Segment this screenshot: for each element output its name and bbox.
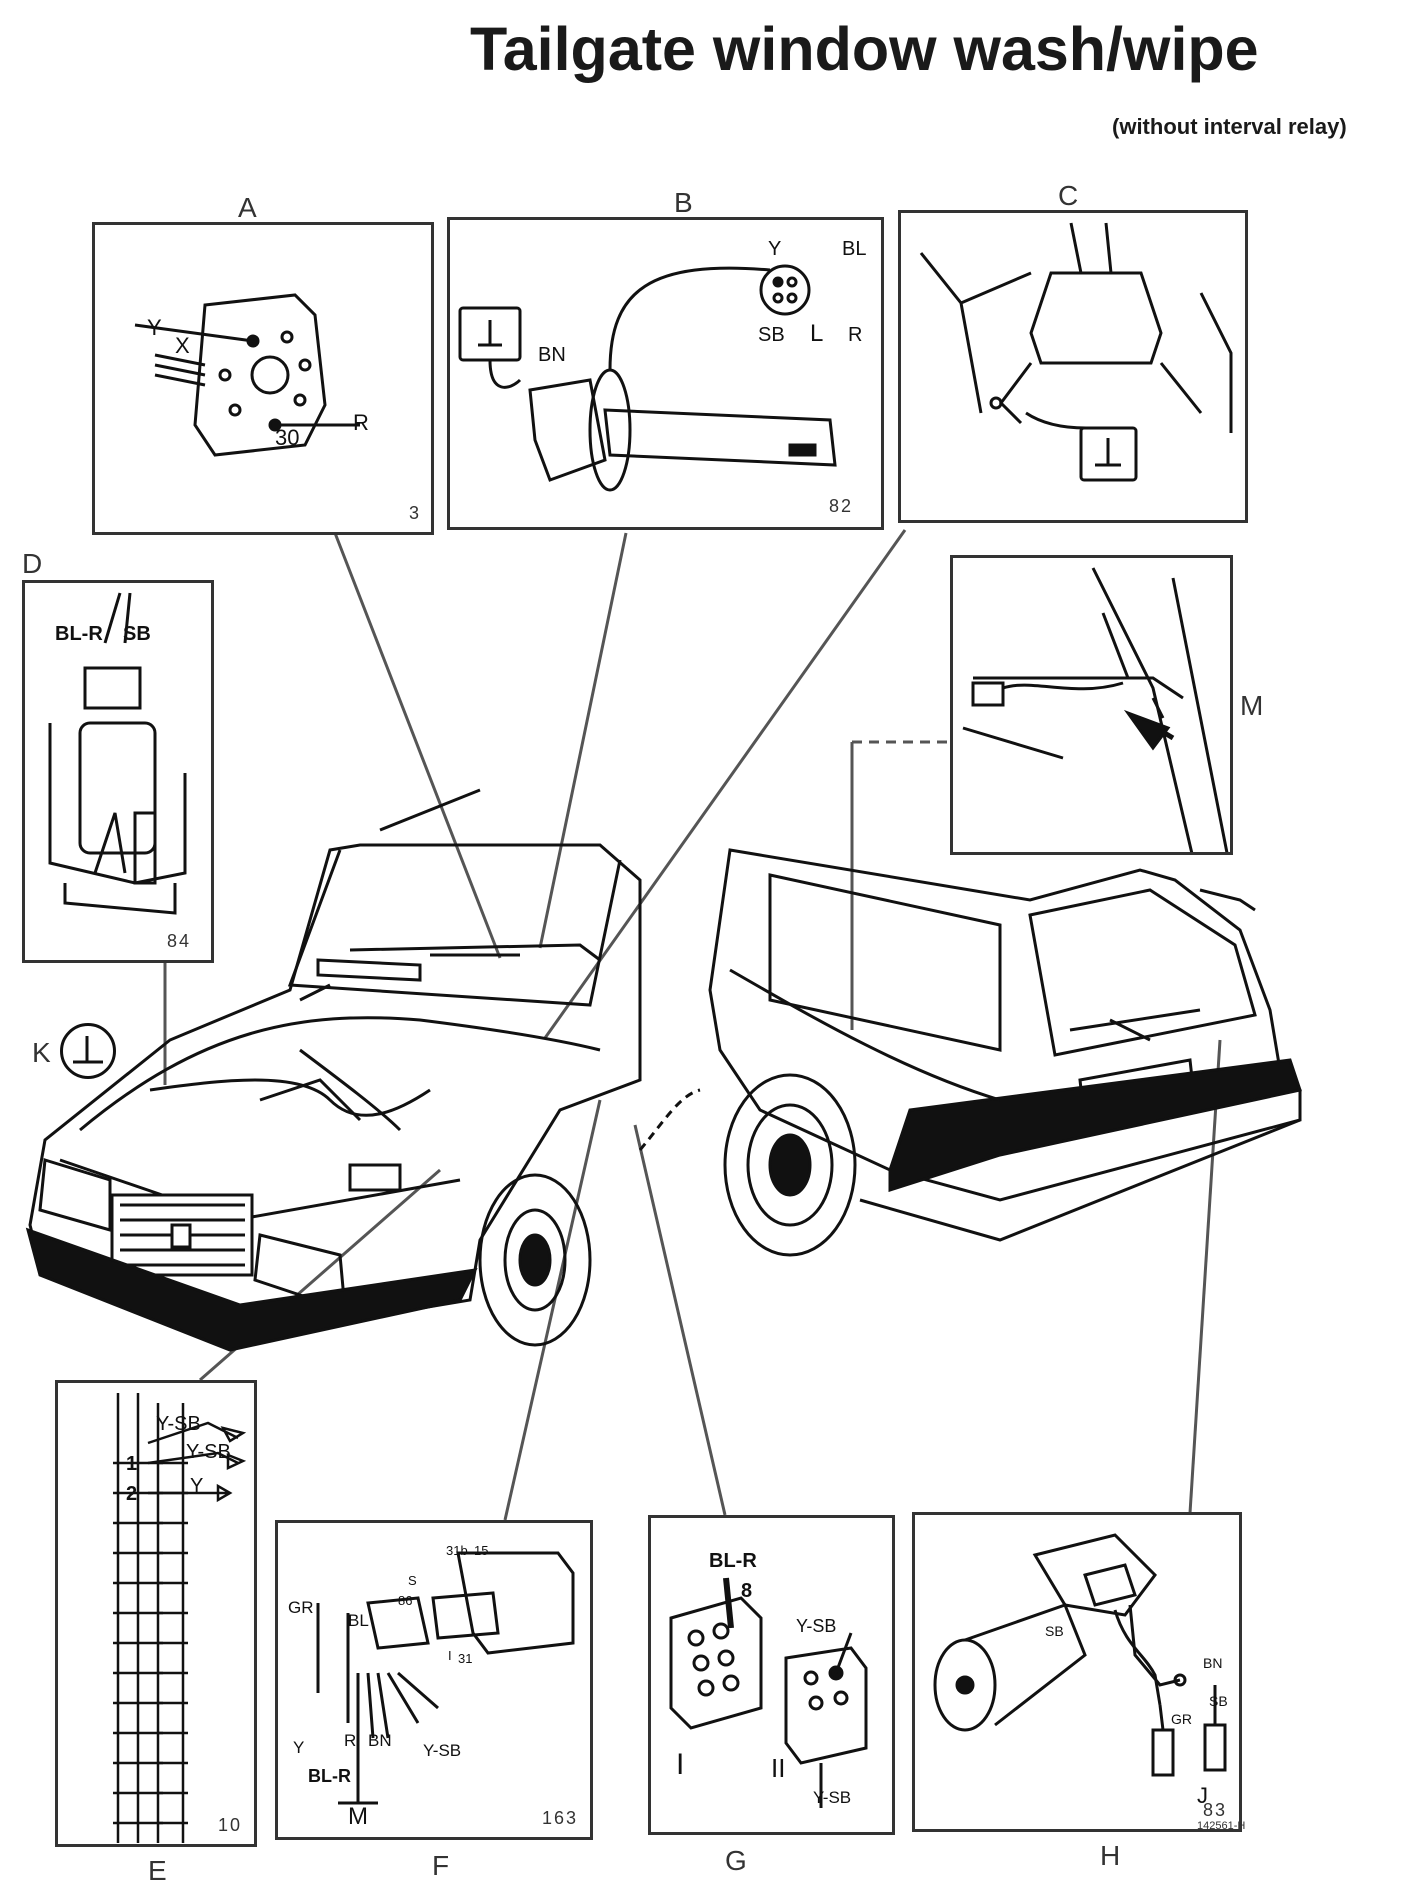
panel-b-label: B	[674, 187, 693, 218]
panel-e-number: 10	[217, 1815, 242, 1835]
wire-label-sb: SB	[1045, 1623, 1064, 1639]
wire-label-y-sb-2: Y-SB	[813, 1788, 852, 1807]
relay-sockets-illustration	[669, 1577, 868, 1808]
washer-pump-illustration	[48, 592, 187, 915]
terminal-label-i: I	[448, 1648, 452, 1663]
panel-a: Y X 30 R 3	[92, 222, 434, 535]
wire-label-sb: SB	[123, 623, 151, 645]
leader-line-a	[333, 532, 502, 959]
wire-label-r: R	[353, 410, 369, 435]
panel-f: 31b 15 S 86 31 I GR BL Y R BN Y-SB BL-R …	[275, 1520, 593, 1840]
wire-label-y-sb-2: Y-SB	[186, 1441, 231, 1463]
panel-h-label: H	[1100, 1840, 1121, 1871]
terminal-label-31: 31	[458, 1651, 473, 1666]
panel-g: BL-R 8 Y-SB I II Y-SB	[648, 1515, 895, 1835]
wire-label-y: Y	[147, 315, 162, 340]
relay-label-i: I	[676, 1748, 685, 1781]
wire-label-y-sb: Y-SB	[423, 1741, 462, 1760]
panel-f-label: F	[432, 1850, 450, 1881]
wire-label-bl: BL	[348, 1611, 369, 1630]
figure-code: 142561-H	[1197, 1820, 1246, 1832]
tailgate-ground-illustration	[962, 567, 1229, 852]
terminal-label-15: 15	[474, 1543, 489, 1558]
panel-b-number: 82	[828, 496, 853, 516]
wire-label-r: R	[344, 1731, 357, 1750]
wire-label-sb: SB	[758, 324, 785, 346]
panel-d-label: D	[22, 548, 43, 579]
panel-f-number: 163	[541, 1808, 578, 1828]
terminal-label-8: 8	[741, 1580, 753, 1602]
page-subtitle: (without interval relay)	[1112, 114, 1347, 139]
wire-label-y: Y	[768, 238, 782, 260]
wire-label-bn: BN	[538, 344, 566, 366]
panel-m	[950, 555, 1233, 855]
panel-h-number: 83	[1202, 1800, 1227, 1820]
wire-label-y-sb: Y-SB	[156, 1413, 201, 1435]
leader-line-c	[543, 529, 907, 1039]
panel-m-label: M	[1240, 690, 1264, 721]
wire-label-y: Y	[190, 1475, 204, 1497]
ground-point-illustration	[919, 222, 1233, 482]
panel-c-label: C	[1058, 180, 1079, 211]
terminal-label-2: 2	[126, 1483, 138, 1505]
wire-label-y: Y	[293, 1738, 305, 1757]
wire-label-bl-r: BL-R	[55, 623, 103, 645]
wire-label-bn: BN	[368, 1731, 392, 1750]
k-label: K	[32, 1037, 51, 1068]
wire-label-y-sb: Y-SB	[796, 1616, 837, 1636]
terminal-label-30: 30	[275, 425, 300, 450]
wire-label-gr: GR	[1171, 1711, 1192, 1727]
wire-label-bl-r: BL-R	[709, 1550, 757, 1572]
panel-b: Y BL SB L R BN 82	[447, 217, 884, 530]
wire-label-sb-2: SB	[1209, 1693, 1228, 1709]
panel-g-label: G	[725, 1845, 747, 1876]
panel-c	[898, 210, 1248, 523]
panel-d-number: 84	[166, 931, 191, 951]
wire-label-r: R	[848, 324, 863, 346]
wiper-motor-illustration	[933, 1533, 1227, 1777]
wire-label-x: X	[175, 333, 190, 358]
relay-connector-illustration	[316, 1551, 575, 1805]
leader-line-f	[503, 1099, 602, 1521]
ground-label-m: M	[348, 1803, 368, 1830]
wire-label-gr: GR	[288, 1598, 314, 1617]
front-car-drawing	[25, 788, 642, 1352]
wire-label-bl-r: BL-R	[308, 1766, 351, 1786]
terminal-label-1: 1	[126, 1453, 138, 1475]
wiper-stalk-illustration	[458, 264, 837, 492]
panel-e-label: E	[148, 1855, 167, 1886]
panel-a-label: A	[238, 192, 257, 223]
terminal-label-31b: 31b	[446, 1543, 468, 1558]
leader-line-b	[538, 532, 628, 949]
leader-line-h	[1188, 1039, 1222, 1514]
k-ground-icon	[60, 1023, 116, 1079]
terminal-label-86: 86	[398, 1593, 413, 1608]
panel-e: Y-SB Y-SB Y 1 2 10	[55, 1380, 257, 1847]
ignition-switch-illustration	[134, 293, 360, 457]
wire-label-bl: BL	[842, 238, 867, 260]
wire-label-l: L	[810, 320, 824, 347]
panel-d: BL-R SB 84	[22, 580, 214, 963]
rear-car-drawing	[708, 848, 1302, 1257]
panel-h: SB BN GR SB J 83	[912, 1512, 1242, 1832]
relay-label-ii: II	[771, 1753, 786, 1783]
terminal-label-s: S	[408, 1573, 417, 1588]
panel-a-number: 3	[408, 503, 421, 523]
leader-line-g	[633, 1124, 727, 1516]
connector-label-j: J	[1197, 1783, 1208, 1808]
page-title: Tailgate window wash/wipe	[470, 15, 1259, 83]
fuse-terminal-block-illustration	[113, 1393, 247, 1843]
wire-label-bn: BN	[1203, 1655, 1223, 1671]
